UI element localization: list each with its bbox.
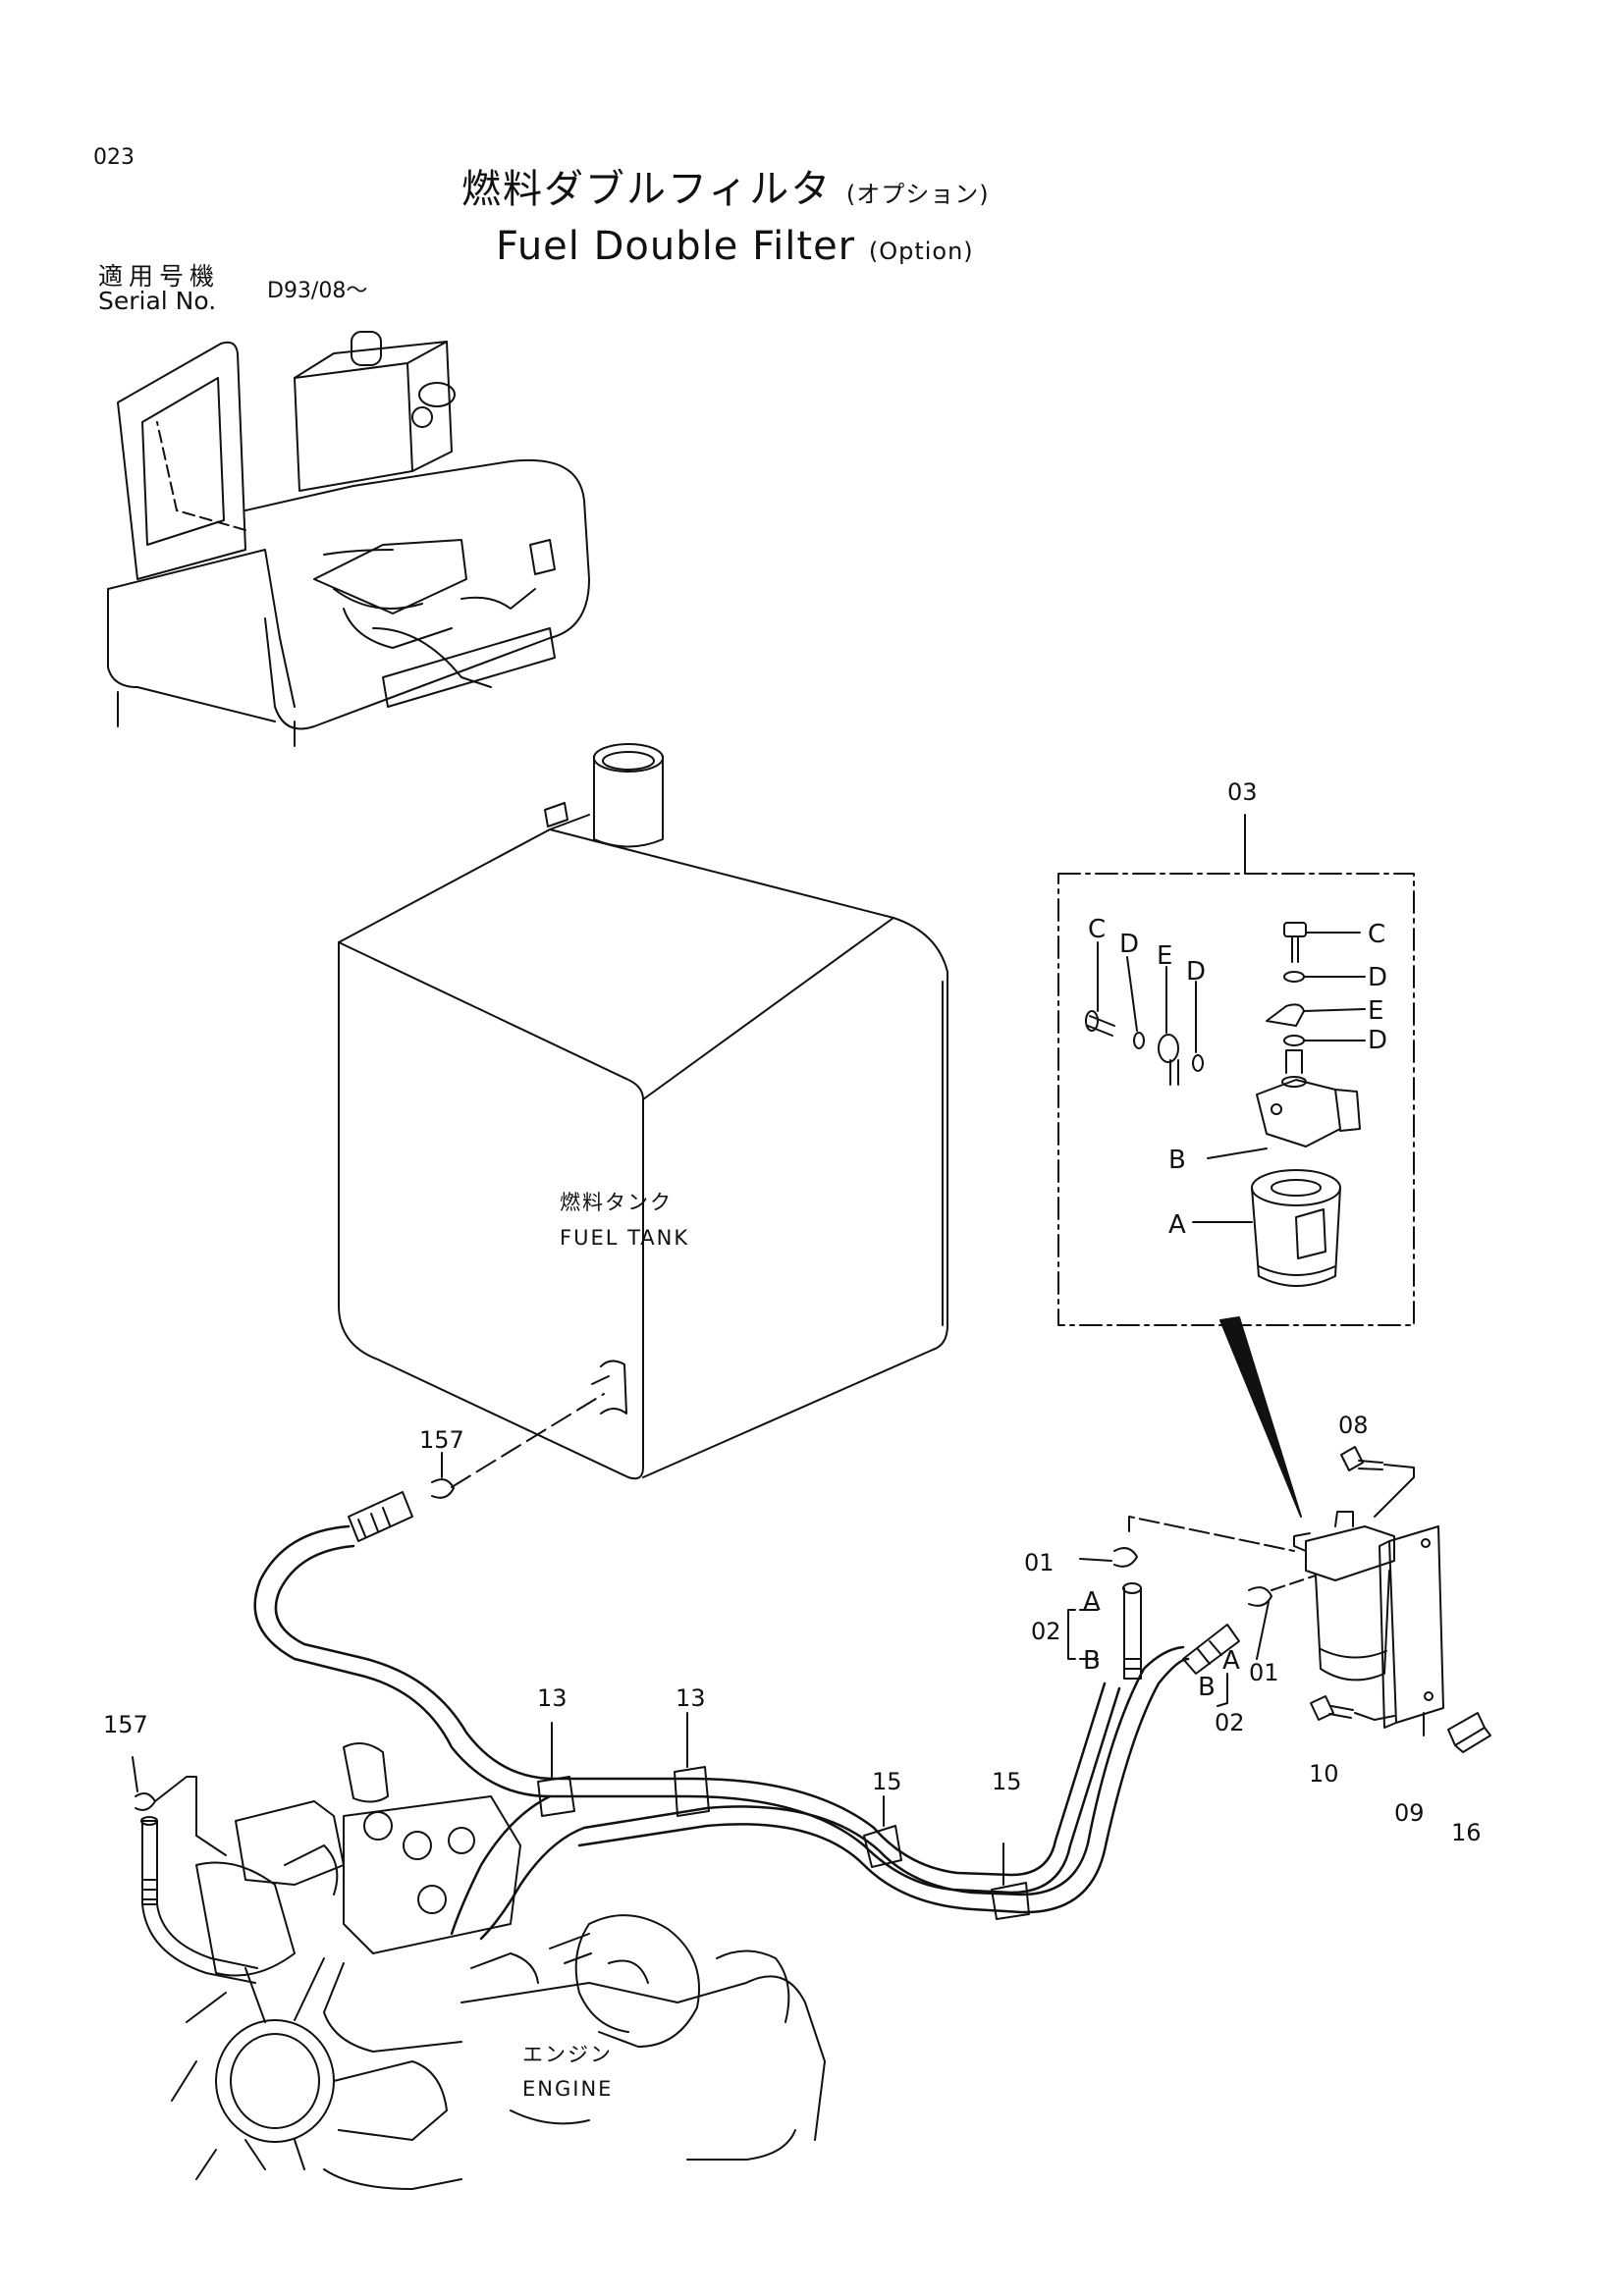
hose-fittings xyxy=(1067,1516,1317,1707)
callout-16: 16 xyxy=(1451,1819,1482,1846)
callout-13-right: 13 xyxy=(676,1684,706,1712)
page-number: 023 xyxy=(93,145,135,170)
title-jp-sub: (オプション) xyxy=(845,181,990,208)
serial-value: D93/08～ xyxy=(267,279,368,303)
fuel-tank xyxy=(338,743,948,1480)
tank-outlet xyxy=(348,1393,605,1542)
letter-b-head: B xyxy=(1168,1146,1186,1175)
engine-inlet xyxy=(132,1756,258,1984)
callout-01-lower: 01 xyxy=(1249,1659,1279,1686)
callout-03: 03 xyxy=(1227,778,1258,806)
fuel-tank-label-en: FUEL TANK xyxy=(560,1226,689,1250)
filter-head-parts xyxy=(1085,922,1366,1287)
callout-02-left: 02 xyxy=(1031,1618,1061,1645)
letter-e-left: E xyxy=(1157,941,1172,971)
callout-08: 08 xyxy=(1338,1412,1369,1439)
title-en-main: Fuel Double Filter xyxy=(496,224,856,269)
hose-clamps xyxy=(537,1712,1030,1920)
letter-b-hose-right: B xyxy=(1198,1673,1216,1702)
engine-label-en: ENGINE xyxy=(522,2077,613,2101)
callout-10: 10 xyxy=(1309,1760,1339,1788)
engine-label-jp: エンジン xyxy=(522,2043,613,2066)
title-jp-main: 燃料ダブルフィルタ xyxy=(461,167,833,212)
callout-157-tank: 157 xyxy=(419,1426,464,1454)
callout-13-left: 13 xyxy=(537,1684,568,1712)
letter-e-right: E xyxy=(1368,996,1383,1026)
fuel-hoses xyxy=(253,1524,1190,1941)
detail-pointer xyxy=(1219,1316,1302,1518)
letter-a-hose-right: A xyxy=(1222,1646,1240,1676)
letter-a-element: A xyxy=(1168,1210,1186,1240)
letter-c-right: C xyxy=(1368,920,1385,949)
letter-b-hose-left: B xyxy=(1083,1646,1101,1676)
filter-assembly-box xyxy=(1057,814,1415,1326)
letter-d-left-2: D xyxy=(1186,957,1206,987)
title-en: Fuel Double Filter (Option) xyxy=(496,224,974,269)
title-en-sub: (Option) xyxy=(868,238,974,265)
callout-02-right: 02 xyxy=(1215,1709,1245,1736)
letter-c-left: C xyxy=(1088,915,1106,944)
fuel-tank-label-jp: 燃料タンク xyxy=(560,1191,673,1214)
letter-d-left-1: D xyxy=(1119,930,1139,959)
callout-15-left: 15 xyxy=(872,1768,902,1795)
letter-a-hose-left: A xyxy=(1083,1587,1101,1617)
engine xyxy=(171,1742,826,2190)
serial-label-jp: 適用号機 xyxy=(98,262,221,291)
callout-157-engine: 157 xyxy=(103,1711,148,1738)
serial-label-en: Serial No. xyxy=(98,287,217,315)
title-jp: 燃料ダブルフィルタ (オプション) xyxy=(461,157,990,214)
installed-filter xyxy=(1293,1446,1491,1753)
letter-d-right-1: D xyxy=(1368,963,1387,992)
machine-overview xyxy=(107,331,590,747)
callout-09: 09 xyxy=(1394,1799,1425,1827)
letter-d-right-2: D xyxy=(1368,1026,1387,1055)
callout-15-right: 15 xyxy=(992,1768,1022,1795)
callout-01-upper: 01 xyxy=(1024,1549,1055,1576)
